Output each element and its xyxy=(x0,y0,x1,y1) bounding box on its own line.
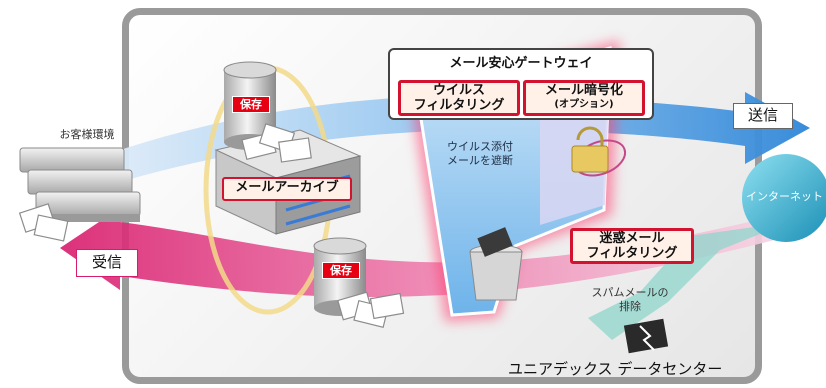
spam-filter-line1: 迷惑メール xyxy=(599,231,665,246)
spam-envelope-icon xyxy=(623,318,669,354)
spam-filter-label: 迷惑メール フィルタリング xyxy=(570,228,694,264)
encryption-line1: メール暗号化 xyxy=(544,83,623,98)
padlock-icon xyxy=(571,126,627,177)
internet-globe xyxy=(742,154,826,242)
virus-filter-line2: フィルタリング xyxy=(413,98,505,113)
virus-block-text: ウイルス添付 メールを遮断 xyxy=(440,140,520,168)
virus-block-line1: ウイルス添付 xyxy=(447,140,513,153)
send-label: 送信 xyxy=(733,103,793,129)
internet-label: インターネット xyxy=(746,190,823,203)
store-tag-top: 保存 xyxy=(232,96,270,113)
archive-label: メールアーカイブ xyxy=(222,177,352,201)
store-tag-bottom: 保存 xyxy=(322,262,360,279)
spam-filter-line2: フィルタリング xyxy=(586,246,678,261)
encryption-line2: (オプション) xyxy=(554,99,614,110)
receive-arrow xyxy=(60,208,790,298)
trash-can-icon xyxy=(469,227,523,301)
virus-filter-label: ウイルス フィルタリング xyxy=(398,80,520,116)
spam-removal-text: スパムメールの 排除 xyxy=(584,286,676,314)
virus-block-line2: メールを遮断 xyxy=(447,154,513,167)
customer-label: お客様環境 xyxy=(59,128,115,141)
envelope-icons xyxy=(18,123,405,329)
spam-removal-line1: スパムメールの xyxy=(591,286,669,299)
datacenter-label: ユニアデックス データセンター xyxy=(508,360,723,378)
receive-label: 受信 xyxy=(76,249,138,277)
spam-arrow xyxy=(588,222,790,340)
gateway-title: メール安心ゲートウェイ xyxy=(449,56,593,71)
virus-filter-line1: ウイルス xyxy=(432,83,485,98)
customer-servers xyxy=(19,147,141,222)
spam-removal-line2: 排除 xyxy=(619,300,641,313)
encryption-label: メール暗号化 (オプション) xyxy=(523,80,645,116)
